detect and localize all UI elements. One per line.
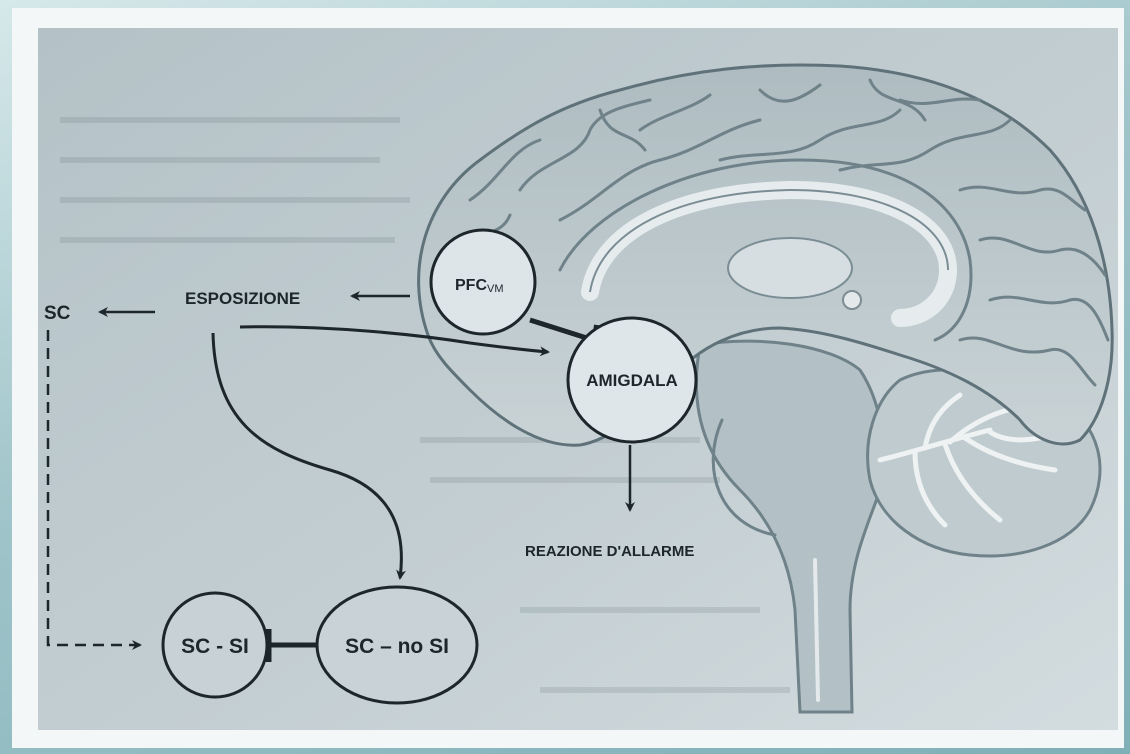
- label-reazione-d-allarme: REAZIONE D'ALLARME: [525, 543, 694, 560]
- label-sc-si: SC - SI: [181, 635, 249, 658]
- label-esposizione: ESPOSIZIONE: [185, 289, 300, 308]
- label-pfc: PFC: [455, 277, 487, 294]
- label-amigdala: AMIGDALA: [586, 371, 678, 390]
- label-sc-no-si: SC – no SI: [345, 635, 449, 658]
- thalamus: [728, 238, 852, 298]
- pineal: [843, 291, 861, 309]
- label-pfc-subscript: VM: [487, 283, 504, 295]
- label-sc: SC: [44, 303, 71, 324]
